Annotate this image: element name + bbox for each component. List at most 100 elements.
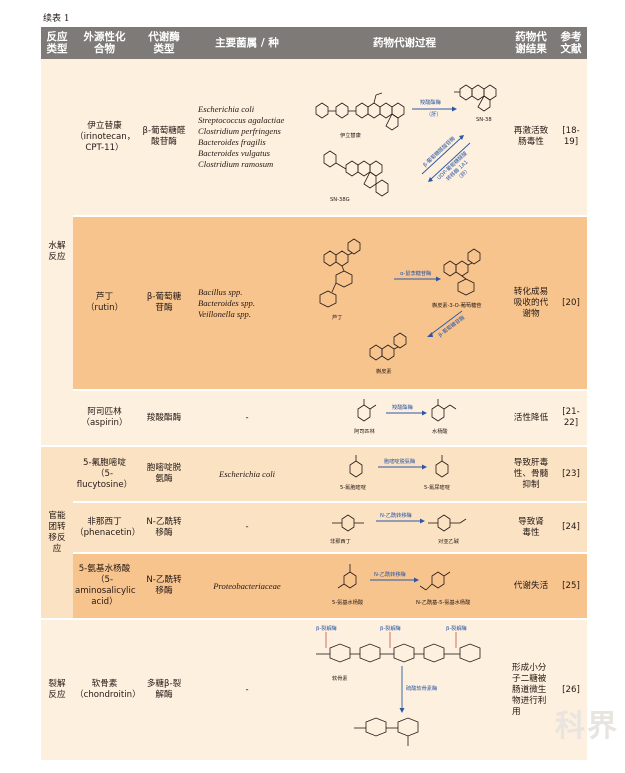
enzyme-carboxylesterase-aspirin: 羧酸酯酶 bbox=[392, 403, 413, 411]
mol-aspirin-label: 阿司匹林 bbox=[354, 427, 376, 435]
flucytosine-structure bbox=[349, 455, 363, 478]
watermark: 科界 bbox=[555, 709, 619, 744]
header-ref: 参考文献 bbox=[555, 27, 587, 59]
salicylic-acid-structure bbox=[431, 399, 457, 422]
cell-result: 形成小分子二糖被肠道微生物进行利用 bbox=[507, 619, 555, 760]
mol-5asa-label: 5-氨基水杨酸 bbox=[332, 598, 364, 606]
enzyme-carboxylesterase-site: （肝） bbox=[426, 111, 442, 118]
phenacetin-structure bbox=[332, 514, 364, 532]
cell-compound: 伊立替康（irinotecan，CPT-11） bbox=[73, 59, 136, 217]
enzyme-acetyltransferase-phenacetin: N-乙酰转移酶 bbox=[380, 511, 412, 519]
enzyme-lyase-2: β-裂解酶 bbox=[380, 624, 401, 632]
group-cleavage: 裂解反应 bbox=[41, 619, 73, 760]
header-bacteria: 主要菌属 / 种 bbox=[192, 27, 302, 59]
cell-compound: 5-氟胞嘧啶（5-flucytosine） bbox=[73, 446, 136, 503]
fluorouracil-structure bbox=[435, 455, 449, 478]
cell-process-chondroitin: β-裂解酶 β-裂解酶 β-裂解酶 bbox=[302, 619, 507, 760]
cell-process-irinotecan: 伊立替康 羧酸酯酶 （肝） SN-38 bbox=[302, 59, 507, 217]
table-row: 官能团转移反应 5-氟胞嘧啶（5-flucytosine） 胞嘧啶脱氨酶 Esc… bbox=[41, 446, 587, 620]
header-process: 药物代谢过程 bbox=[302, 27, 507, 59]
cell-ref: [23] bbox=[555, 446, 587, 503]
irinotecan-structure bbox=[315, 92, 405, 131]
group-hydrolysis: 水解反应 bbox=[41, 59, 73, 447]
enzyme-lyase-3: β-裂解酶 bbox=[446, 624, 467, 632]
enzyme-glucosidase: β-葡萄糖苷酶 bbox=[436, 313, 466, 338]
chondroitin-pathway-diagram: β-裂解酶 β-裂解酶 β-裂解酶 bbox=[316, 624, 481, 746]
table-row: 水解反应 伊立替康（irinotecan，CPT-11） β-葡萄糖醛酸苷酶 E… bbox=[41, 59, 587, 447]
aspirin-structure bbox=[357, 399, 377, 422]
acetaminophen-structure bbox=[428, 514, 467, 532]
disaccharide-structure bbox=[354, 717, 419, 746]
cell-ref: [18-19] bbox=[555, 59, 587, 217]
aspirin-pathway-diagram: 阿司匹林 羧酸酯酶 水杨酸 bbox=[354, 399, 457, 435]
mol-phenacetin-label: 非那西丁 bbox=[330, 537, 351, 545]
cell-compound: 阿司匹林（aspirin） bbox=[73, 390, 136, 447]
mol-flucytosine-label: 5-氟胞嘧啶 bbox=[340, 483, 366, 491]
rutin-pathway-diagram: 芦丁 α-鼠李糖苷酶 槲皮素-3-O-葡萄糖苷 bbox=[319, 238, 481, 375]
cell-enzyme: N-乙酰转移酶 bbox=[136, 553, 192, 620]
rutin-structure bbox=[319, 238, 361, 308]
cell-enzyme: β-葡萄糖醛酸苷酶 bbox=[136, 59, 192, 217]
cell-ref: [21-22] bbox=[555, 390, 587, 447]
flucytosine-pathway-diagram: 5-氟胞嘧啶 胞嘧啶脱氨酶 5-氟尿嘧啶 bbox=[340, 455, 450, 491]
enzyme-rhamnosidase: α-鼠李糖苷酶 bbox=[400, 269, 431, 277]
sn38-structure bbox=[454, 84, 497, 112]
mol-chondroitin-label: 软骨素 bbox=[332, 674, 348, 682]
cell-bacteria: - bbox=[192, 390, 302, 447]
header-type: 反应类型 bbox=[41, 27, 73, 59]
enzyme-chondroitinase: 硫酸软骨素酶 bbox=[406, 684, 437, 692]
cell-bacteria: Escherichia coli bbox=[192, 446, 302, 503]
header-enzyme: 代谢酶类型 bbox=[136, 27, 192, 59]
cell-bacteria: Bacillus spp. Bacteroides spp. Veillonel… bbox=[192, 216, 302, 391]
cell-enzyme: N-乙酰转移酶 bbox=[136, 502, 192, 554]
cell-result: 导致肾毒性 bbox=[507, 502, 555, 554]
enzyme-carboxylesterase: 羧酸酯酶 bbox=[420, 98, 441, 106]
cell-result: 活性降低 bbox=[507, 390, 555, 447]
cell-result: 代谢失活 bbox=[507, 553, 555, 620]
arrow-glucosidase bbox=[429, 310, 463, 336]
mol-irinotecan-label: 伊立替康 bbox=[340, 131, 361, 139]
cell-process-flucytosine: 5-氟胞嘧啶 胞嘧啶脱氨酶 5-氟尿嘧啶 bbox=[302, 446, 507, 503]
cell-process-rutin: 芦丁 α-鼠李糖苷酶 槲皮素-3-O-葡萄糖苷 bbox=[302, 216, 507, 391]
table-row: 裂解反应 软骨素（chondroitin） 多糖β-裂解酶 - β-裂解酶 β-… bbox=[41, 619, 587, 760]
mol-quercetin-glucoside-label: 槲皮素-3-O-葡萄糖苷 bbox=[432, 301, 481, 309]
header-result: 药物代谢结果 bbox=[507, 27, 555, 59]
chondroitin-chain-structure bbox=[316, 643, 481, 663]
quercetin-structure bbox=[369, 332, 407, 361]
cell-compound: 软骨素（chondroitin） bbox=[73, 619, 141, 760]
cell-enzyme: 胞嘧啶脱氨酶 bbox=[136, 446, 192, 503]
cell-result: 转化成易吸收的代谢物 bbox=[507, 216, 555, 391]
enzyme-lyase-1: β-裂解酶 bbox=[316, 624, 337, 632]
table-caption: 续表 1 bbox=[43, 14, 70, 24]
mol-n-acetyl-5asa-label: N-乙酰基-5-氨基水杨酸 bbox=[416, 598, 471, 606]
mol-fluorouracil-label: 5-氟尿嘧啶 bbox=[424, 483, 450, 491]
mol-sn38-label: SN-38 bbox=[476, 117, 492, 123]
cell-enzyme: 羧酸酯酶 bbox=[136, 390, 192, 447]
table-row: 非那西丁（phenacetin） N-乙酰转移酶 - 非那西丁 N-乙酰转移酶 bbox=[41, 502, 587, 554]
cell-ref: [24] bbox=[555, 502, 587, 554]
cell-result: 导致肝毒性、骨髓抑制 bbox=[507, 446, 555, 503]
cell-bacteria: Proteobacteriaceae bbox=[192, 553, 302, 620]
phenacetin-pathway-diagram: 非那西丁 N-乙酰转移酶 对亚乙碱 bbox=[330, 511, 467, 545]
cell-enzyme: β-葡萄糖苷酶 bbox=[136, 216, 192, 391]
5asa-pathway-diagram: 5-氨基水杨酸 N-乙酰转移酶 N-乙酰基-5-氨基水杨酸 bbox=[332, 564, 471, 606]
cell-ref: [20] bbox=[555, 216, 587, 391]
mol-sn38g-label: SN-38G bbox=[330, 197, 350, 203]
5asa-structure bbox=[337, 564, 357, 589]
cell-bacteria: Escherichia coli Streptococcus agalactia… bbox=[192, 59, 302, 217]
header-row: 反应类型 外源性化合物 代谢酶类型 主要菌属 / 种 药物代谢过程 药物代谢结果… bbox=[41, 27, 587, 59]
mol-rutin-label: 芦丁 bbox=[332, 313, 342, 321]
cell-process-5asa: 5-氨基水杨酸 N-乙酰转移酶 N-乙酰基-5-氨基水杨酸 bbox=[302, 553, 507, 620]
sn38g-structure bbox=[323, 150, 389, 197]
quercetin-glucoside-structure bbox=[443, 248, 481, 296]
cell-enzyme: 多糖β-裂解酶 bbox=[136, 619, 192, 760]
mol-acetaminophen-label: 对亚乙碱 bbox=[438, 537, 460, 545]
mol-salicylic-label: 水杨酸 bbox=[432, 427, 448, 435]
cell-process-aspirin: 阿司匹林 羧酸酯酶 水杨酸 bbox=[302, 390, 507, 447]
cell-compound: 非那西丁（phenacetin） bbox=[73, 502, 140, 554]
n-acetyl-5asa-structure bbox=[419, 571, 451, 591]
cell-compound: 芦丁（rutin） bbox=[73, 216, 136, 391]
arrow-glucuronidase bbox=[421, 136, 463, 175]
